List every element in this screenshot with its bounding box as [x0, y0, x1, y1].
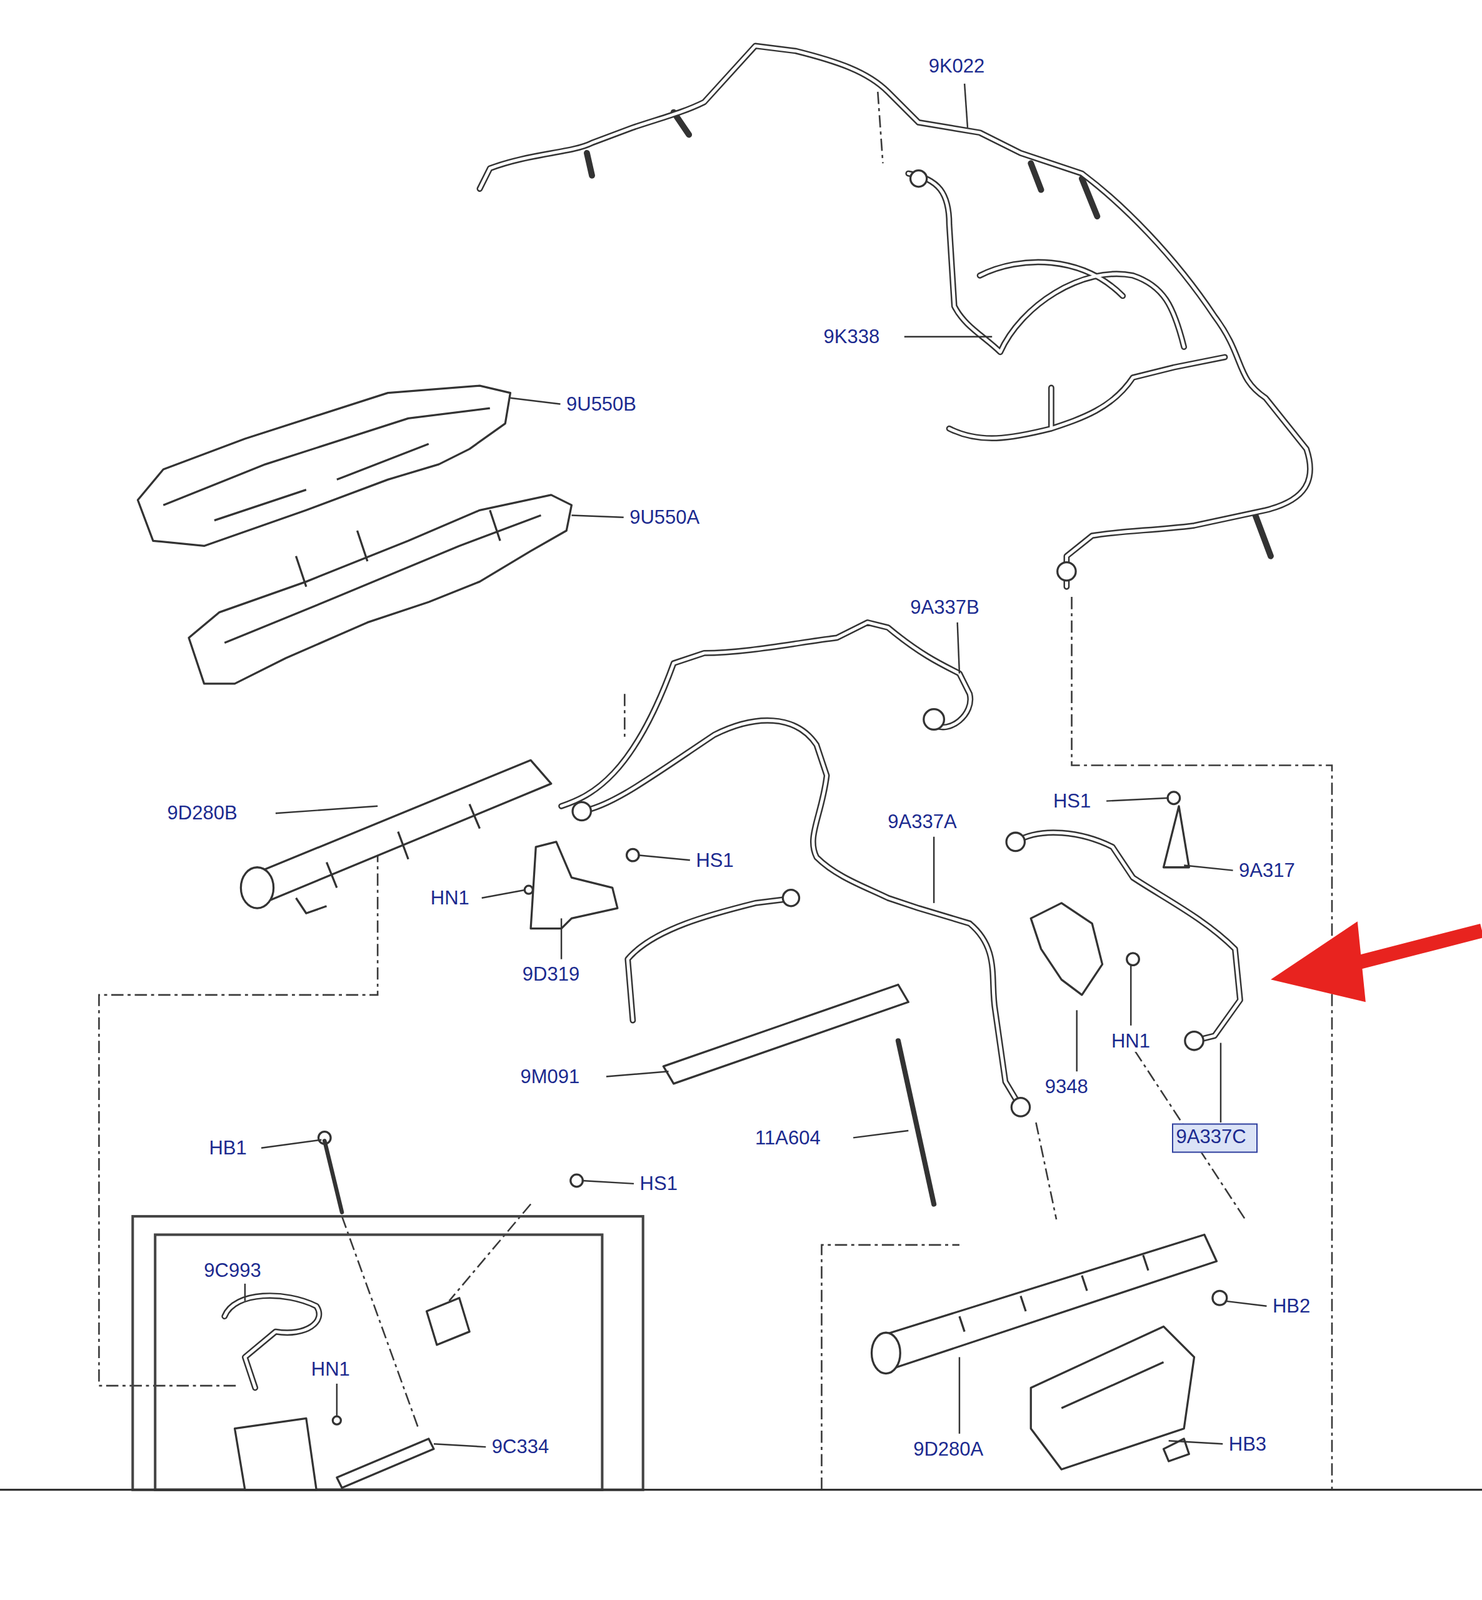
dash-dot-lines	[98, 91, 1332, 1491]
part-number: HB2	[1270, 1295, 1312, 1317]
part-number: 9K338	[821, 326, 882, 348]
part-number: 9U550B	[564, 393, 639, 416]
part-number: 9A337A	[885, 810, 959, 832]
part-number: HN1	[1109, 1030, 1152, 1052]
part-number: 9A337B	[908, 596, 981, 619]
pointer-arrow	[1270, 921, 1482, 1002]
part-number: HN1	[309, 1358, 352, 1381]
part-number: HS1	[638, 1173, 680, 1195]
part-number: HS1	[1051, 790, 1093, 812]
part-number: 9D319	[520, 963, 582, 986]
part-number: HN1	[428, 887, 472, 909]
part-number: 9C993	[201, 1260, 263, 1282]
part-number: 9U550A	[627, 506, 702, 529]
part-number: 9C334	[490, 1436, 551, 1458]
part-number: 9A317	[1236, 860, 1297, 882]
shields-and-rails	[137, 385, 1217, 1491]
part-number: 9A337C	[1176, 1125, 1247, 1147]
leader-lines	[245, 83, 1267, 1447]
tubes	[224, 45, 1311, 1425]
part-number: 9K022	[926, 55, 987, 77]
part-number: HS1	[693, 850, 736, 872]
part-number: 9D280B	[165, 802, 240, 824]
part-number: 9348	[1043, 1076, 1091, 1098]
part-number: HB3	[1226, 1433, 1269, 1456]
part-number: 11A604	[753, 1127, 823, 1149]
part-number: 9M091	[518, 1066, 582, 1088]
page-rule	[0, 1488, 1482, 1491]
part-number: 9D280A	[911, 1438, 986, 1461]
inset-frames	[132, 1216, 643, 1491]
highlight-box: 9A337C	[1171, 1123, 1258, 1153]
part-number: HB1	[206, 1137, 249, 1159]
